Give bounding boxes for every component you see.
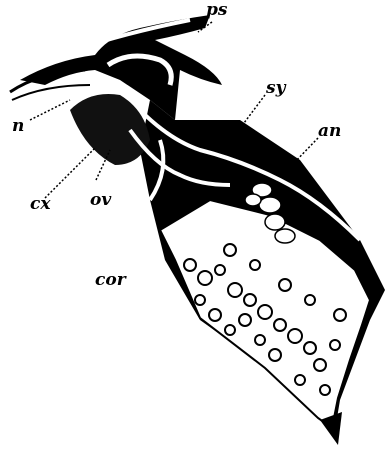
label-ov: ov — [90, 192, 111, 209]
tentacle-left-2 — [12, 85, 90, 100]
label-an: an — [318, 123, 341, 140]
label-ps: ps — [206, 2, 227, 19]
label-n: n — [12, 118, 24, 135]
collar-mass — [70, 94, 150, 165]
label-cx: cx — [30, 196, 51, 213]
label-sy: sy — [266, 80, 285, 97]
label-cor: cor — [95, 272, 126, 289]
